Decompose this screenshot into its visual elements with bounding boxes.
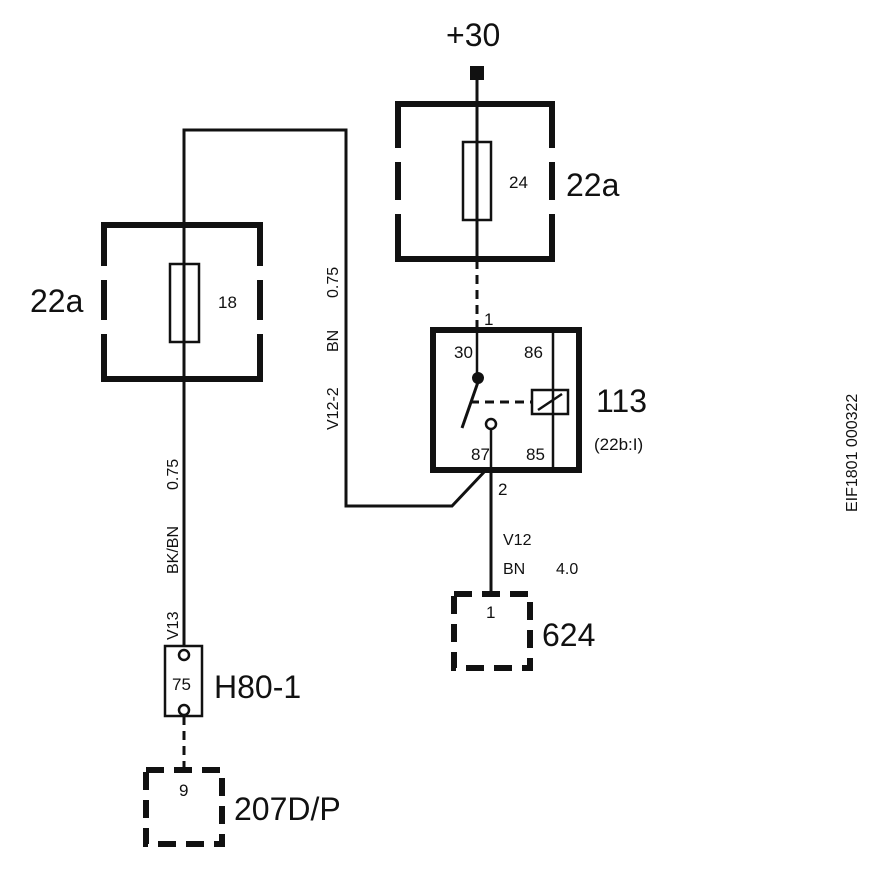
connector-624-pin: 1 [486,603,495,622]
fuse-upper-number: 24 [509,173,528,192]
wire-middle-color: BN [325,330,342,352]
fuse-24 [461,140,493,222]
relay-terminal-85: 85 [526,445,545,464]
wire-output-size: 4.0 [556,561,578,578]
wire-left-id: V13 [165,611,182,640]
supply-label: +30 [446,17,500,53]
relay-location: (22b:I) [594,435,643,454]
connector-207 [143,767,225,847]
wire-middle-size: 0.75 [325,267,342,298]
component-h80-name: H80-1 [214,669,301,705]
drawing-id: EIF1801 000322 [844,394,861,512]
connector-624 [451,591,533,671]
wire-left-size: 0.75 [165,459,182,490]
component-h80-terminal: 75 [172,675,191,694]
connector-624-name: 624 [542,617,595,653]
wire-left-color: BK/BN [165,526,182,574]
relay-pin-in: 1 [484,310,493,329]
wire-v12-2 [182,128,488,508]
fuse-box-upper-name: 22a [566,167,620,203]
fuse-box-left-name: 22a [30,283,84,319]
fuse-18 [168,262,201,344]
relay-pin-out: 2 [498,480,507,499]
relay-113 [430,327,582,473]
fuse-left-number: 18 [218,293,237,312]
relay-terminal-30: 30 [454,343,473,362]
wire-middle-id: V12-2 [325,387,342,430]
relay-terminal-87: 87 [471,445,490,464]
wire-output-id: V12 [503,532,532,549]
fuse-box-upper [392,101,558,262]
connector-207-name: 207D/P [234,791,341,827]
relay-terminal-86: 86 [524,343,543,362]
connector-207-pin: 9 [179,781,188,800]
wire-output-color: BN [503,561,525,578]
fuse-box-left [98,222,266,382]
supply-terminal [470,66,484,80]
relay-name: 113 [596,383,647,419]
